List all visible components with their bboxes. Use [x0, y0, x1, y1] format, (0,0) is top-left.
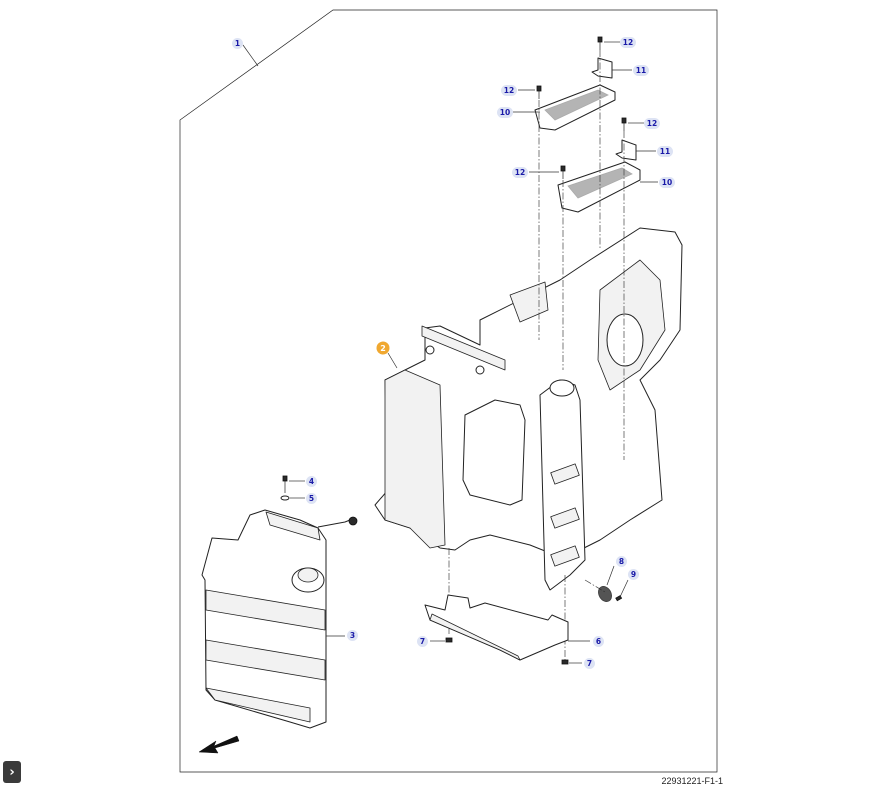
callout-label: 6: [596, 637, 601, 646]
screws-12: [536, 36, 627, 179]
callout-label: 12: [647, 119, 657, 128]
callout-label: 11: [636, 66, 646, 75]
callout-5[interactable]: 5: [306, 493, 317, 504]
callout-9[interactable]: 9: [628, 569, 639, 580]
bolt-and-washer: [280, 475, 305, 501]
mounting-bracket-upper: [591, 57, 613, 79]
assembly-frame: [179, 9, 718, 773]
step-plate-upper: [534, 84, 616, 131]
callout-label: 5: [309, 494, 314, 503]
step-plate-lower: [557, 161, 641, 213]
callout-3[interactable]: 3: [347, 630, 358, 641]
callout-6[interactable]: 6: [593, 636, 604, 647]
cover-cap: [598, 565, 629, 602]
callout-label: 10: [662, 178, 672, 187]
callout-12-b[interactable]: 12: [501, 85, 517, 96]
hydraulic-tank-body: [374, 227, 683, 591]
chevron-right-icon: ›: [9, 764, 15, 780]
callout-12-a[interactable]: 12: [620, 37, 636, 48]
nuts-7: [430, 637, 582, 665]
leader-1: [242, 44, 259, 67]
support-bracket: [424, 594, 590, 661]
callout-11-a[interactable]: 11: [633, 65, 649, 76]
callout-12-d[interactable]: 12: [512, 167, 528, 178]
callout-label: 9: [631, 570, 636, 579]
reservoir-tank: [201, 509, 358, 729]
callout-1[interactable]: 1: [232, 38, 243, 49]
callout-label: 7: [420, 637, 425, 646]
callout-7-b[interactable]: 7: [584, 658, 595, 669]
front-direction-arrow-icon: [198, 735, 240, 754]
callout-10-b[interactable]: 10: [659, 177, 675, 188]
callout-12-c[interactable]: 12: [644, 118, 660, 129]
highlight-marker-label: 2: [380, 344, 386, 353]
callout-label: 12: [504, 86, 514, 95]
callout-label: 7: [587, 659, 592, 668]
callout-label: 8: [619, 557, 624, 566]
callout-11-b[interactable]: 11: [657, 146, 673, 157]
callout-label: 10: [500, 108, 510, 117]
callout-7-a[interactable]: 7: [417, 636, 428, 647]
callout-label: 4: [309, 477, 314, 486]
callout-label: 12: [515, 168, 525, 177]
callout-label: 3: [350, 631, 355, 640]
highlight-marker-2[interactable]: 2: [376, 341, 398, 369]
callout-label: 12: [623, 38, 633, 47]
mounting-bracket-lower: [615, 139, 637, 161]
callout-4[interactable]: 4: [306, 476, 317, 487]
callout-10-a[interactable]: 10: [497, 107, 513, 118]
callout-label: 1: [235, 39, 240, 48]
document-id: 22931221-F1-1: [661, 776, 723, 786]
expand-panel-button[interactable]: ›: [3, 761, 21, 783]
callout-label: 11: [660, 147, 670, 156]
callout-8[interactable]: 8: [616, 556, 627, 567]
